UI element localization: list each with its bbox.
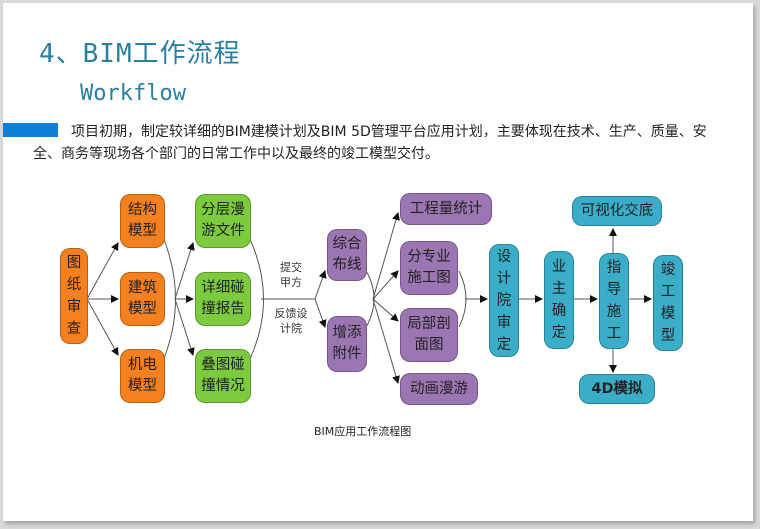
node-owner-confirm: 业主确定 [544, 251, 574, 349]
brace-drawings [458, 270, 467, 328]
slide: 4、BIM工作流程 Workflow 项目初期，制定较详细的BIM建模计划及BI… [3, 3, 753, 521]
node-animation-walkthrough: 动画漫游 [400, 373, 478, 405]
flow-connectors [86, 212, 652, 384]
node-discipline-drawings: 分专业施工图 [400, 241, 458, 295]
edge-review-mep [86, 298, 119, 356]
page-subtitle: Workflow [80, 81, 186, 106]
node-quantity-stats: 工程量统计 [400, 193, 492, 225]
page-title: 4、BIM工作流程 [39, 39, 241, 69]
node-add-attachments: 增添附件 [327, 316, 367, 372]
node-mep-model: 机电模型 [120, 349, 165, 403]
node-overlay-clash: 叠图碰撞情况 [195, 349, 251, 403]
label-submit-owner: 提交甲方 [280, 261, 302, 289]
edge-discipline [372, 270, 399, 300]
intro-paragraph: 项目初期，制定较详细的BIM建模计划及BIM 5D管理平台应用计划，主要体现在技… [33, 124, 707, 162]
edge-split-attach [314, 298, 327, 328]
accent-bar [3, 123, 58, 137]
diagram-caption: BIM应用工作流程图 [314, 425, 412, 438]
node-guide-construction: 指导施工 [599, 253, 629, 349]
node-4d-simulation: 4D模拟 [579, 374, 655, 404]
edge-models-overlay [174, 298, 195, 356]
node-architecture-model: 建筑模型 [120, 272, 165, 326]
edge-split-routing [314, 270, 327, 300]
edge-review-structure [86, 242, 119, 300]
edge-quantity [372, 212, 400, 300]
edge-animation [372, 298, 400, 384]
node-as-built-model: 竣工模型 [653, 255, 683, 351]
edge-models-layer [174, 242, 195, 300]
node-clash-report: 详细碰撞报告 [195, 272, 251, 326]
node-integrated-routing: 综合布线 [327, 229, 367, 281]
node-section-drawings: 局部剖面图 [400, 308, 458, 362]
node-structure-model: 结构模型 [120, 194, 165, 248]
node-design-review: 设计院审定 [489, 244, 519, 357]
brace-routing [364, 268, 375, 330]
edge-section [372, 298, 399, 322]
node-visual-briefing: 可视化交底 [572, 196, 662, 226]
node-layer-walkthrough: 分层漫游文件 [195, 194, 251, 248]
node-drawing-review: 图纸审查 [60, 248, 88, 344]
label-feedback-design: 反馈设计院 [274, 307, 308, 335]
